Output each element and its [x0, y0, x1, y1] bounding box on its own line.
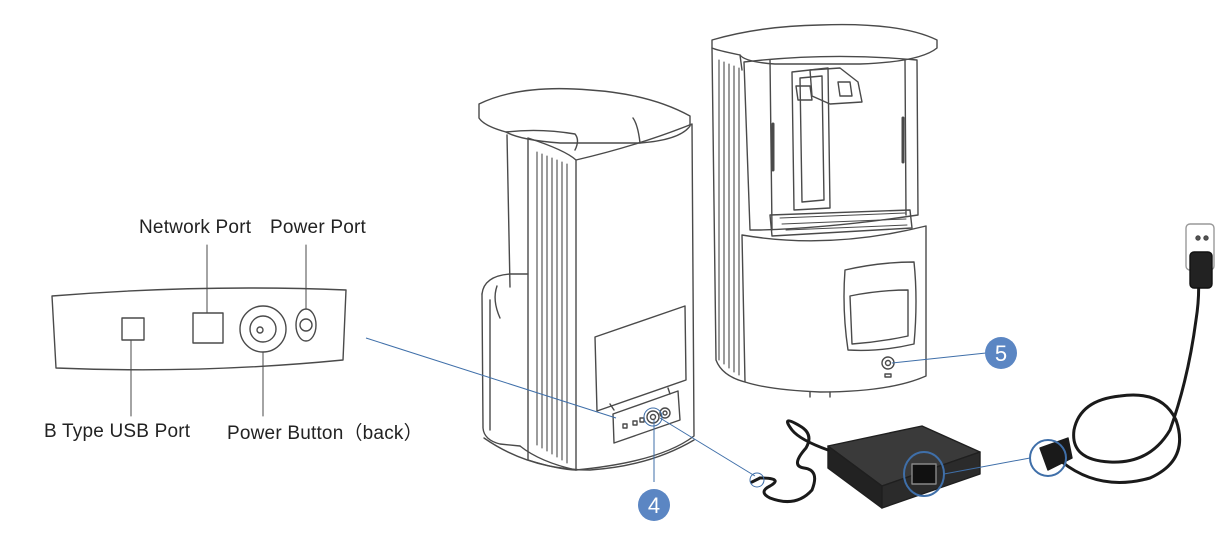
callout-number-5: 5 [995, 341, 1007, 366]
usb-port-label: B Type USB Port [44, 421, 191, 442]
power-button-icon [239, 305, 287, 353]
power-adapter [750, 419, 981, 509]
power-port-label: Power Port [270, 217, 366, 238]
network-port-label: Network Port [139, 217, 252, 238]
callout-badge-4: 4 [638, 489, 670, 521]
power-port-icon [295, 308, 317, 342]
callout-number-4: 4 [648, 493, 660, 518]
printer-front-view [711, 23, 938, 398]
plug-icon [1189, 251, 1213, 289]
power-button-label: Power Button（back） [227, 423, 423, 444]
callout-lines [365, 337, 1067, 497]
network-port-icon [192, 312, 224, 344]
back-panel-detail [51, 244, 347, 417]
cord-connector-highlight [1029, 439, 1067, 477]
printer-back-view [478, 87, 695, 471]
power-cord [1039, 223, 1215, 484]
callout-badge-5: 5 [985, 337, 1017, 369]
usb-port-icon [121, 317, 145, 341]
adapter-port-highlight [903, 451, 945, 497]
